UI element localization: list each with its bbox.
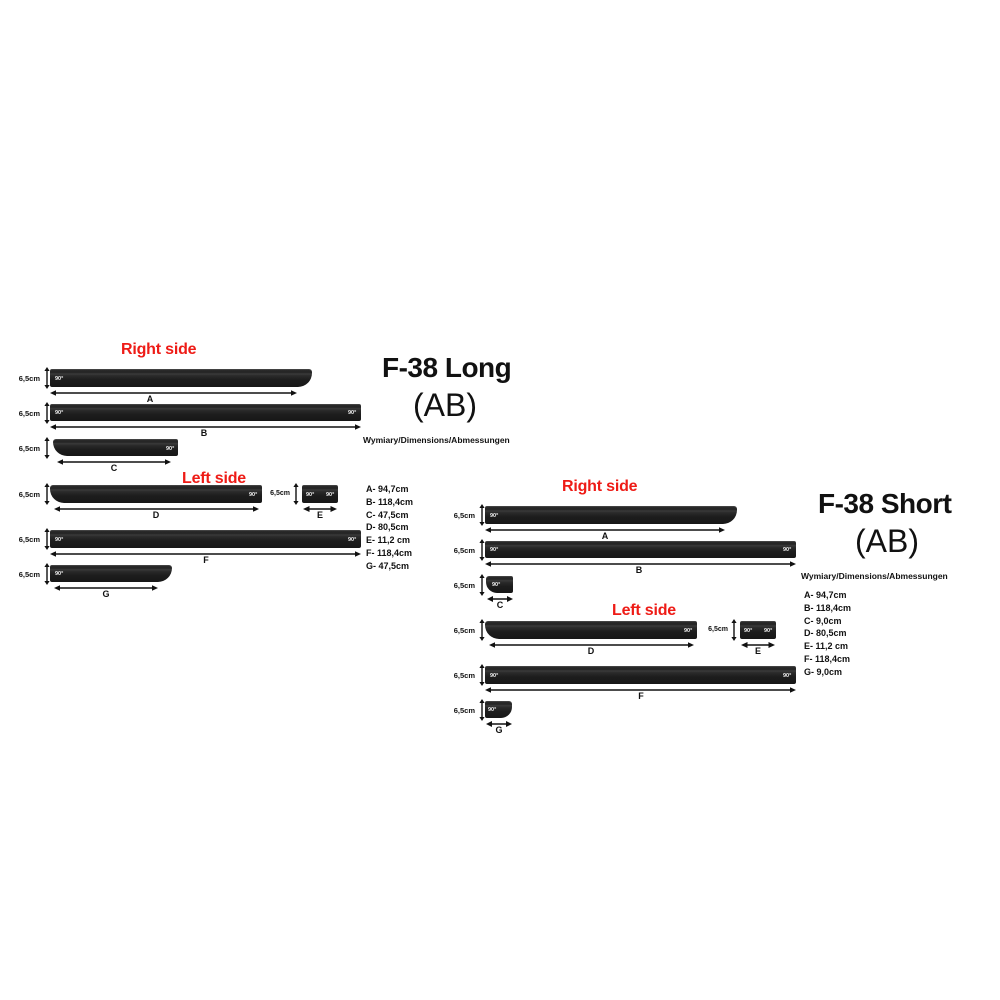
long-a-length-arrow: [50, 390, 297, 396]
short-dim-g: G- 9,0cm: [804, 666, 843, 677]
short-b-height-label: 6,5cm: [453, 546, 475, 555]
long-dims-heading: Wymiary/Dimensions/Abmessungen: [363, 435, 510, 445]
short-a-length-arrow: [485, 527, 725, 533]
long-b-label: B: [200, 428, 208, 438]
long-f-label: F: [203, 555, 209, 565]
short-title-ab: (AB): [855, 523, 919, 559]
long-d-label: D: [152, 510, 160, 520]
short-title: F-38 Short: [818, 488, 952, 519]
long-f-length-arrow: [50, 551, 361, 557]
short-d-height-label: 6,5cm: [453, 626, 475, 635]
long-d-length-arrow: [54, 506, 259, 512]
long-dim-d: D- 80,5cm: [366, 522, 409, 533]
short-dim-e: E- 11,2 cm: [804, 641, 849, 652]
short-a-height-tick: [479, 504, 485, 526]
short-right-side-label: Right side: [562, 478, 638, 495]
long-a-bar: [50, 369, 312, 387]
short-dim-d: D- 80,5cm: [804, 628, 847, 639]
long-c-label: C: [110, 463, 118, 473]
short-a-height-label: 6,5cm: [453, 511, 475, 520]
long-d-height-tick: [44, 483, 50, 505]
long-dim-f: F- 118,4cm: [366, 547, 413, 558]
long-e-height-label: 6,5cm: [270, 490, 290, 497]
long-b-height-label: 6,5cm: [18, 409, 40, 418]
short-f-bar: [485, 666, 796, 684]
short-dim-f: F- 118,4cm: [804, 653, 851, 664]
short-d-length-arrow: [489, 642, 694, 648]
short-dim-c: C- 9,0cm: [804, 615, 842, 626]
short-d-bar: [485, 621, 697, 639]
long-b-length-arrow: [50, 424, 361, 430]
long-e-label: E: [316, 510, 323, 520]
short-a-label: A: [601, 531, 609, 541]
short-left-side-label: Left side: [612, 602, 676, 619]
long-f-bar: [50, 530, 361, 548]
long-a-height-tick: [44, 367, 50, 389]
long-dims-list: A- 94,7cm B- 118,4cm C- 47,5cm D- 80,5cm…: [366, 483, 413, 572]
long-dim-b: B- 118,4cm: [366, 496, 414, 507]
short-b-height-tick: [479, 539, 485, 561]
long-g-height-tick: [44, 563, 50, 585]
long-d-height-label: 6,5cm: [18, 490, 40, 499]
long-g-length-arrow: [54, 585, 158, 591]
short-f-length-arrow: [485, 687, 796, 693]
long-d-bar: [50, 485, 262, 503]
short-dims-list: A- 94,7cm B- 118,4cm C- 9,0cm D- 80,5cm …: [804, 589, 851, 678]
long-dim-a: A- 94,7cm: [366, 484, 409, 494]
long-e-bar: [302, 485, 338, 503]
long-f-height-label: 6,5cm: [18, 535, 40, 544]
long-g-height-label: 6,5cm: [18, 570, 40, 579]
short-dims-heading: Wymiary/Dimensions/Abmessungen: [801, 571, 948, 581]
short-d-label: D: [587, 646, 595, 656]
long-c-height-tick: [44, 437, 50, 459]
long-c-bar: [53, 439, 178, 456]
long-title: F-38 Long: [382, 352, 512, 383]
short-c-height-tick: [479, 574, 485, 596]
short-c-length-arrow: [487, 596, 513, 602]
short-g-height-label: 6,5cm: [453, 706, 475, 715]
short-b-length-arrow: [485, 561, 796, 567]
long-b-height-tick: [44, 402, 50, 424]
short-f-height-tick: [479, 664, 485, 686]
short-b-bar: [485, 541, 796, 558]
short-c-bar: [486, 576, 513, 593]
long-g-bar: [50, 565, 172, 582]
short-a-bar: [485, 506, 737, 524]
long-a-height-label: 6,5cm: [18, 374, 40, 383]
long-dim-e: E- 11,2 cm: [366, 535, 411, 546]
long-g-label: G: [102, 589, 110, 599]
short-d-height-tick: [479, 619, 485, 641]
short-e-height-tick: [731, 619, 737, 641]
short-e-bar: [740, 621, 776, 639]
long-left-side-label: Left side: [182, 470, 246, 487]
short-c-label: C: [496, 600, 504, 610]
short-c-height-label: 6,5cm: [453, 581, 475, 590]
short-b-label: B: [635, 565, 643, 575]
long-dim-g: G- 47,5cm: [366, 560, 410, 571]
long-e-height-tick: [293, 483, 299, 505]
long-c-length-arrow: [57, 459, 171, 465]
long-b-bar: [50, 404, 361, 421]
long-right-side-label: Right side: [121, 341, 197, 358]
short-e-length-arrow: [741, 642, 775, 648]
short-g-bar: [485, 701, 512, 718]
long-f-height-tick: [44, 528, 50, 550]
short-dim-b: B- 118,4cm: [804, 602, 852, 613]
short-f-height-label: 6,5cm: [453, 671, 475, 680]
short-g-height-tick: [479, 699, 485, 721]
long-dim-c: C- 47,5cm: [366, 509, 409, 520]
short-g-length-arrow: [486, 721, 512, 727]
short-dim-a: A- 94,7cm: [804, 590, 847, 600]
long-c-height-label: 6,5cm: [18, 444, 40, 453]
short-e-label: E: [754, 646, 761, 656]
long-a-label: A: [146, 394, 154, 404]
short-f-label: F: [638, 691, 644, 701]
short-g-label: G: [495, 725, 503, 735]
short-e-height-label: 6,5cm: [708, 626, 728, 633]
long-e-length-arrow: [303, 506, 337, 512]
long-title-ab: (AB): [413, 387, 477, 423]
